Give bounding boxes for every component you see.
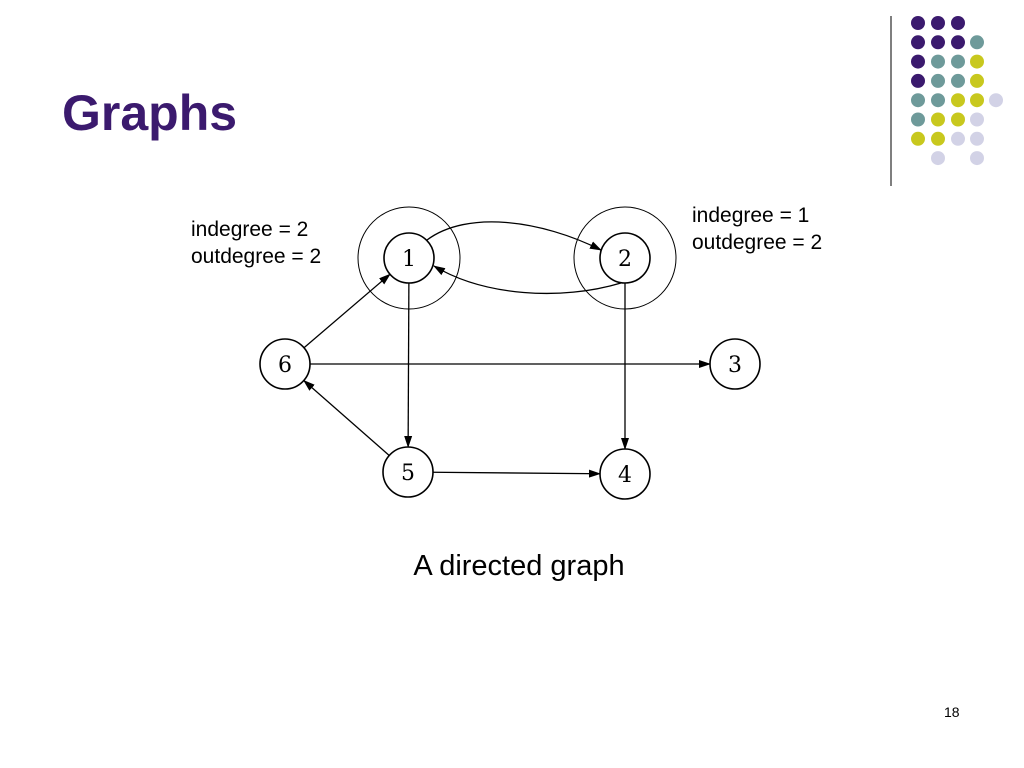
edge-1-to-5 — [404, 282, 413, 449]
decorative-dot — [911, 131, 925, 146]
edge-5-to-4 — [432, 469, 602, 478]
decorative-dot — [951, 54, 965, 69]
node2-indegree-text: indegree = 1 — [692, 204, 810, 227]
decorative-dot — [931, 35, 945, 50]
decorative-dot — [911, 73, 925, 88]
decorative-dot — [911, 16, 925, 30]
decorative-dot — [970, 151, 984, 166]
node-label-5: 5 — [401, 461, 415, 486]
graph-node-5: 5 — [382, 446, 434, 498]
page-number: 18 — [944, 704, 960, 720]
node1-degree-annotation: indegree = 2 outdegree = 2 — [191, 216, 321, 270]
node-label-6: 6 — [278, 353, 292, 378]
decorative-dot — [951, 16, 965, 30]
decorative-dot — [931, 131, 945, 146]
diagram-caption: A directed graph — [413, 550, 625, 582]
node-label-3: 3 — [728, 353, 742, 378]
edge-6-to-1 — [303, 273, 391, 349]
node2-degree-annotation: indegree = 1 outdegree = 2 — [692, 202, 822, 256]
decorative-dot — [911, 93, 925, 108]
slide-title: Graphs — [62, 85, 238, 141]
edge-5-to-6 — [303, 379, 390, 456]
graph-node-4: 4 — [599, 448, 651, 500]
node-circle — [259, 338, 311, 390]
decorative-dot — [931, 112, 945, 127]
decorative-dot — [911, 35, 925, 50]
graph-node-2: 2 — [599, 232, 651, 284]
decorative-dot — [931, 54, 945, 69]
decorative-dot — [970, 73, 984, 88]
edge-2-to-1 — [433, 265, 622, 295]
decorative-dot — [970, 112, 984, 127]
decorative-dot — [970, 93, 984, 108]
graph-node-6: 6 — [259, 338, 311, 390]
node-label-2: 2 — [618, 247, 632, 272]
node-label-4: 4 — [618, 463, 632, 488]
node-circle — [382, 446, 434, 498]
node-label-1: 1 — [402, 247, 416, 272]
decorative-dot — [951, 73, 965, 88]
graph-node-3: 3 — [709, 338, 761, 390]
node1-outdegree-text: outdegree = 2 — [191, 245, 322, 268]
decorative-dot — [951, 35, 965, 50]
node2-outdegree-text: outdegree = 2 — [692, 231, 823, 254]
node1-indegree-text: indegree = 2 — [191, 218, 309, 241]
decorative-dot — [931, 73, 945, 88]
decorative-dot-grid — [890, 16, 1003, 186]
decorative-dot — [931, 93, 945, 108]
decorative-dot — [951, 93, 965, 108]
node-circle — [383, 232, 435, 284]
edge-1-to-2 — [426, 221, 602, 251]
decorative-dot — [911, 54, 925, 69]
decorative-dot — [951, 131, 965, 146]
node-circle — [599, 232, 651, 284]
node-circle — [599, 448, 651, 500]
graph-node-1: 1 — [383, 232, 435, 284]
decorative-dot — [970, 131, 984, 146]
decorative-dot — [931, 16, 945, 30]
decorative-dot — [989, 93, 1003, 108]
decorative-dot — [911, 112, 925, 127]
node-circle — [709, 338, 761, 390]
decorative-dot — [931, 151, 945, 166]
decorative-dot — [970, 35, 984, 50]
decorative-dot — [970, 54, 984, 69]
decorative-dot — [951, 112, 965, 127]
